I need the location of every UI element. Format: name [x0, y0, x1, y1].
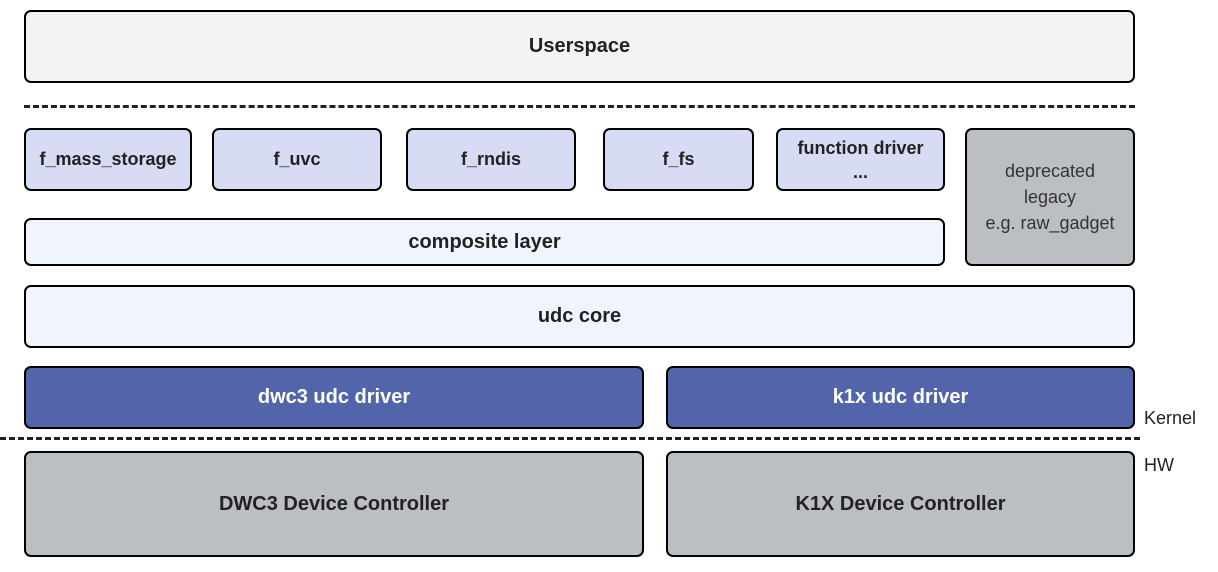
- legacy-line-1: deprecated: [1004, 161, 1096, 181]
- k1x-udc-driver-block: k1x udc driver: [666, 366, 1135, 429]
- function-driver-label: function driver: [797, 137, 924, 158]
- userspace-block: Userspace: [24, 10, 1135, 83]
- legacy-block: deprecated legacy e.g. raw_gadget: [965, 128, 1135, 266]
- k1x-device-controller-block: K1X Device Controller: [666, 451, 1135, 557]
- udc-core-block: udc core: [24, 285, 1135, 348]
- userspace-kernel-boundary: [24, 105, 1135, 108]
- hardware-label: DWC3 Device Controller: [218, 492, 450, 515]
- hardware-label: K1X Device Controller: [795, 492, 1006, 515]
- composite-layer-label: composite layer: [408, 230, 561, 253]
- composite-layer-block: composite layer: [24, 218, 945, 266]
- function-label: f_rndis: [460, 149, 521, 169]
- driver-label: dwc3 udc driver: [257, 386, 411, 408]
- function-label: f_uvc: [273, 149, 321, 169]
- dwc3-device-controller-block: DWC3 Device Controller: [24, 451, 644, 557]
- function-label: f_mass_storage: [39, 149, 177, 169]
- legacy-line-2: legacy: [1023, 187, 1077, 207]
- function-f-rndis: f_rndis: [406, 128, 576, 191]
- legacy-line-3: e.g. raw_gadget: [985, 213, 1115, 233]
- function-f-mass-storage: f_mass_storage: [24, 128, 192, 191]
- function-f-uvc: f_uvc: [212, 128, 382, 191]
- kernel-hw-boundary: [0, 437, 1140, 440]
- function-driver-generic: function driver ...: [776, 128, 945, 191]
- kernel-label: Kernel: [1144, 408, 1197, 428]
- userspace-label: Userspace: [528, 35, 631, 57]
- dwc3-udc-driver-block: dwc3 udc driver: [24, 366, 644, 429]
- hw-label: HW: [1144, 455, 1174, 475]
- function-label: f_fs: [662, 149, 695, 169]
- driver-label: k1x udc driver: [832, 386, 969, 408]
- function-f-fs: f_fs: [603, 128, 754, 191]
- function-driver-ellipsis: ...: [852, 161, 868, 182]
- udc-core-label: udc core: [537, 305, 622, 327]
